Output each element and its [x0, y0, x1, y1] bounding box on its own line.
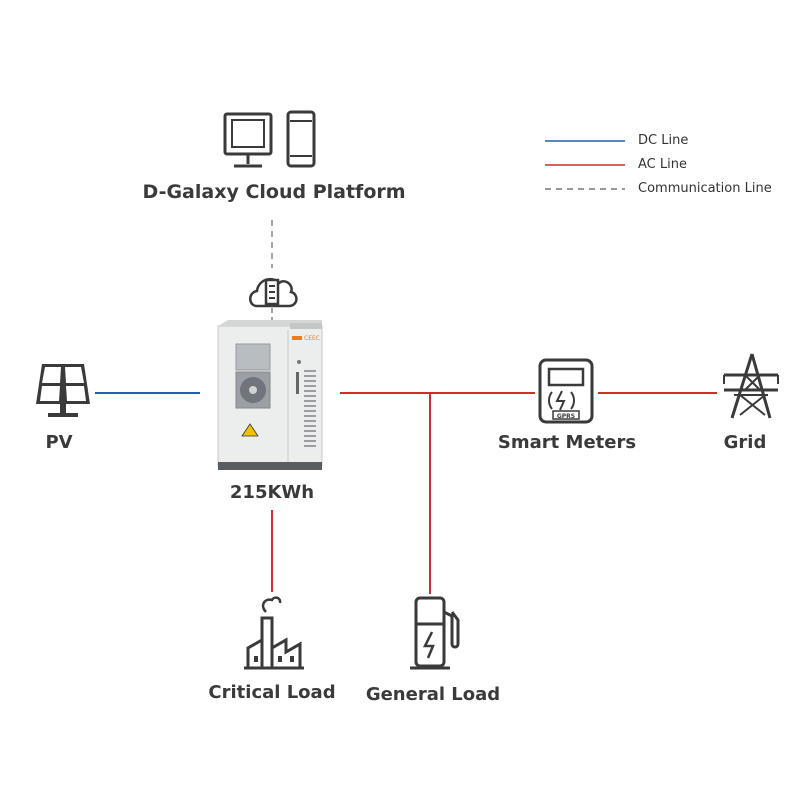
monitor-icon [223, 112, 273, 168]
solar-panel-icon [36, 364, 90, 417]
legend-ac-label: AC Line [638, 157, 687, 172]
battery-cabinet-icon [217, 320, 323, 470]
smartphone-icon [286, 110, 316, 168]
storage-label: 215KWh [229, 482, 315, 503]
cloud-platform-label: D-Galaxy Cloud Platform [142, 181, 406, 203]
general-load-label: General Load [365, 684, 501, 705]
grid-label: Grid [723, 432, 767, 453]
cabinet-brand: CEEC [304, 335, 320, 342]
power-tower-icon [723, 353, 779, 419]
smart-meter-text: GPRS [557, 413, 575, 420]
factory-icon [244, 596, 304, 670]
critical-load-label: Critical Load [208, 682, 336, 703]
charging-station-icon [410, 596, 460, 670]
smart-meters-label: Smart Meters [497, 432, 637, 453]
legend-dc-label: DC Line [638, 133, 689, 148]
pv-label: PV [45, 432, 73, 453]
smart-meter-icon [538, 358, 594, 424]
cloud-icon [249, 277, 298, 308]
legend-comm-label: Communication Line [638, 181, 772, 196]
